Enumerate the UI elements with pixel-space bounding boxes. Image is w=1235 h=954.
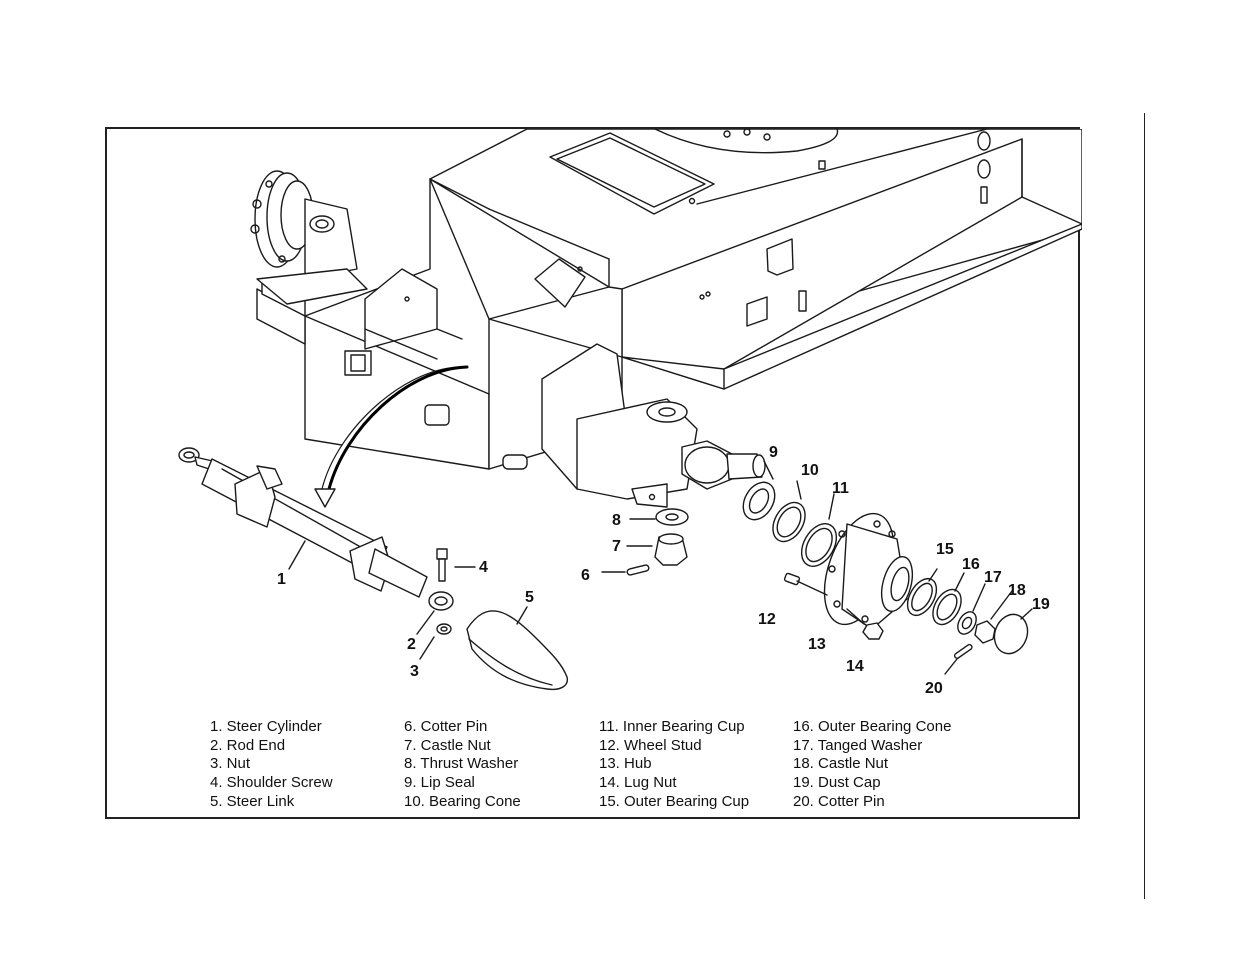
callout-13: 13 [808,636,826,653]
callout-4: 4 [479,559,488,576]
legend-item: 4. Shoulder Screw [210,774,333,792]
callout-10: 10 [801,462,819,479]
callout-17: 17 [984,569,1002,586]
legend-item: 2. Rod End [210,736,286,754]
legend-column-2: 6. Cotter Pin 7. Castle Nut 8. Thrust Wa… [404,718,521,812]
steer-link-part [466,606,569,691]
callout-3: 3 [410,663,419,680]
legend-item: 20. Cotter Pin [793,792,885,810]
legend-item: 1. Steer Cylinder [210,718,322,735]
legend-item: 7. Castle Nut [404,736,491,754]
legend-item: 5. Steer Link [210,792,295,810]
spindle-knuckle [541,343,766,508]
bearing-stack-outer [906,568,1033,675]
steer-cylinder-part [178,447,454,611]
callout-7: 7 [612,538,621,555]
figure-frame: 1 2 3 4 5 6 7 8 9 10 11 12 13 14 15 16 1… [105,127,1082,819]
legend-item: 17. Tanged Washer [793,736,923,754]
callout-2: 2 [407,636,416,653]
callout-19: 19 [1032,596,1050,613]
legend-item: 19. Dust Cap [793,774,881,792]
left-hub-assembly [250,170,368,305]
bearing-stack-inner [742,460,838,567]
legend-item: 9. Lip Seal [404,774,475,792]
callout-18: 18 [1008,582,1026,599]
callout-16: 16 [962,556,980,573]
legend-item: 11. Inner Bearing Cup [599,718,745,735]
legend-item: 6. Cotter Pin [404,718,488,735]
legend-column-4: 16. Outer Bearing Cone 17. Tanged Washer… [793,718,951,812]
callout-5: 5 [525,589,534,606]
legend-column-1: 1. Steer Cylinder 2. Rod End 3. Nut 4. S… [210,718,333,812]
exploded-view-drawing [178,129,1082,691]
legend-item: 3. Nut [210,755,251,773]
legend-column-3: 11. Inner Bearing Cup 12. Wheel Stud 13.… [599,718,749,812]
legend-item: 13. Hub [599,755,652,773]
hub-part [783,512,914,630]
legend-item: 14. Lug Nut [599,774,677,792]
callout-6: 6 [581,567,590,584]
callout-11: 11 [832,480,849,497]
callout-14: 14 [846,658,864,675]
callout-9: 9 [769,444,778,461]
legend-item: 15. Outer Bearing Cup [599,792,750,810]
nut-part [436,623,452,635]
callout-12: 12 [758,611,776,628]
assembly-arrow [314,365,469,508]
legend-item: 8. Thrust Washer [404,755,519,773]
callout-1: 1 [277,571,286,588]
shoulder-screw-part [436,548,476,582]
page-margin-rule [1144,113,1145,899]
legend-item: 18. Castle Nut [793,755,889,773]
callout-15: 15 [936,541,954,558]
legend-item: 16. Outer Bearing Cone [793,718,952,735]
spindle-small-parts [601,508,689,576]
legend-item: 12. Wheel Stud [599,736,702,754]
lug-nut-part [846,608,884,640]
callout-20: 20 [925,680,943,697]
callout-8: 8 [612,512,621,529]
leader-lines [288,540,435,660]
legend-item: 10. Bearing Cone [404,792,521,810]
